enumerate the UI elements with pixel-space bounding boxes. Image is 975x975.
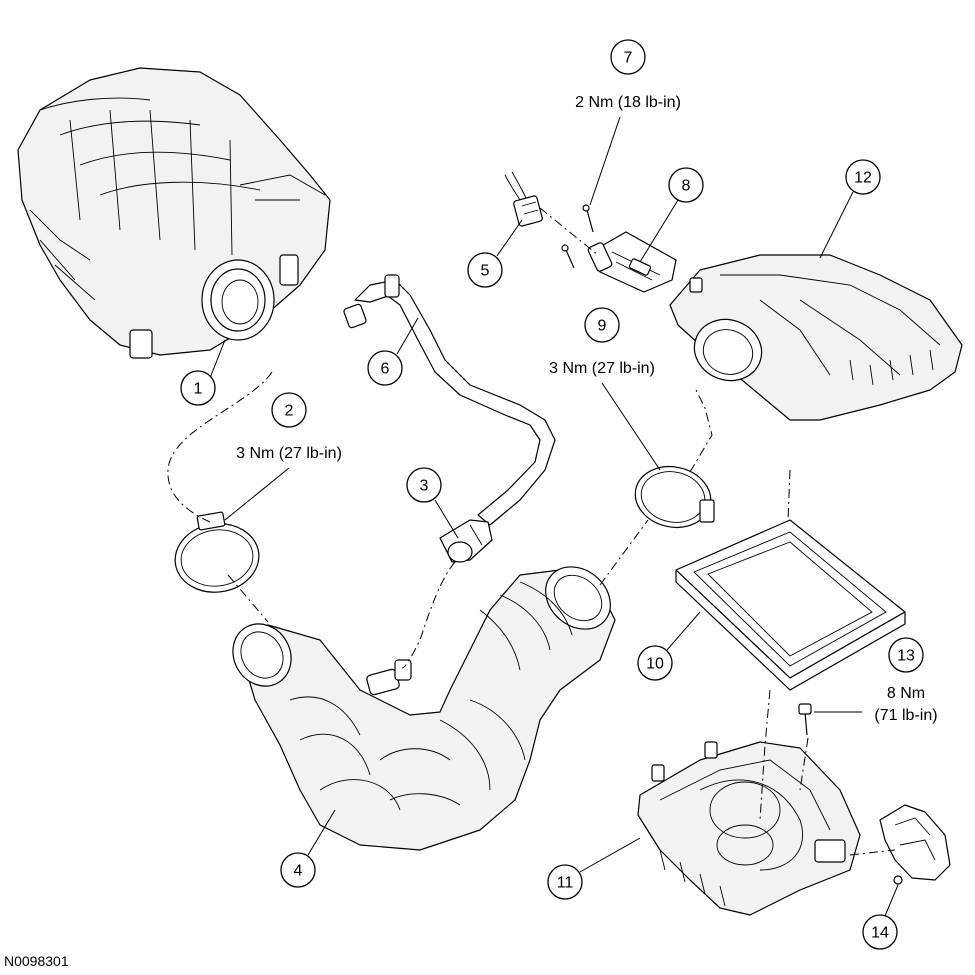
callout-9: 9 3 Nm (27 lb-in) (549, 307, 661, 471)
callout-10-number: 10 (646, 656, 664, 673)
callout-13-torque-lbin: (71 lb-in) (874, 707, 937, 724)
callout-11-number: 11 (557, 875, 574, 892)
callout-8: 8 (639, 167, 704, 263)
callout-5-number: 5 (481, 263, 490, 280)
hose-clamp-2 (174, 511, 260, 593)
maf-sensor-screws (561, 204, 594, 269)
callout-12: 12 (819, 159, 881, 259)
callout-5: 5 (467, 219, 523, 288)
air-cleaner-outlet-pipe (232, 566, 616, 851)
air-filter-element (675, 519, 906, 691)
figure-id: N0098301 (4, 953, 69, 969)
air-cleaner-cover (669, 254, 963, 421)
callout-9-torque: 3 Nm (27 lb-in) (549, 360, 655, 377)
hose-clamp-9 (634, 466, 715, 528)
callout-13-torque-nm: 8 Nm (887, 685, 925, 702)
callout-6-number: 6 (381, 361, 390, 378)
air-cleaner-housing (637, 741, 861, 916)
intake-manifold-throttle-body (17, 67, 331, 359)
callout-10: 10 (637, 611, 701, 681)
callout-9-number: 9 (598, 318, 607, 335)
air-cleaner-retainer-clip (879, 804, 951, 885)
mass-air-flow-sensor (587, 231, 677, 293)
callout-1: 1 (180, 339, 226, 406)
vent-tube-connector (439, 519, 493, 563)
callout-1-number: 1 (194, 381, 203, 398)
alignment-lines (167, 207, 896, 856)
maf-electrical-connector (504, 171, 543, 227)
air-cleaner-bolt (798, 703, 812, 736)
callout-11: 11 (547, 837, 641, 900)
callout-7: 7 2 Nm (18 lb-in) (575, 39, 681, 206)
callout-2: 2 3 Nm (27 lb-in) (224, 392, 342, 521)
callout-6: 6 (367, 317, 419, 386)
callout-14-number: 14 (871, 925, 889, 942)
callout-4: 4 (280, 809, 336, 888)
callout-8-number: 8 (682, 178, 691, 195)
crankcase-vent-tube (343, 274, 556, 526)
callout-3: 3 (406, 467, 459, 539)
callout-7-torque: 2 Nm (18 lb-in) (575, 94, 681, 111)
callout-12-number: 12 (854, 170, 872, 187)
callout-13: 13 8 Nm (71 lb-in) (814, 637, 938, 724)
callout-2-number: 2 (285, 403, 294, 420)
callout-7-number: 7 (624, 50, 633, 67)
callout-13-number: 13 (897, 648, 915, 665)
callout-14: 14 (862, 884, 899, 950)
callout-3-number: 3 (420, 478, 429, 495)
callout-2-torque: 3 Nm (27 lb-in) (236, 445, 342, 462)
callout-4-number: 4 (294, 863, 303, 880)
